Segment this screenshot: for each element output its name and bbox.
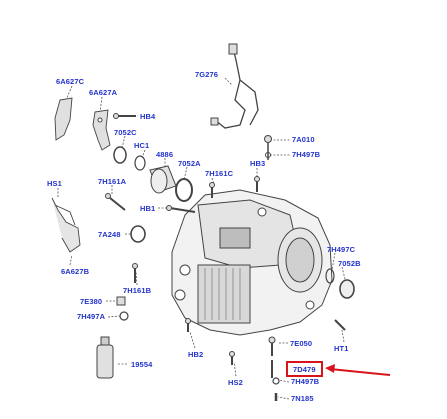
label-7e380[interactable]: 7E380 [80, 297, 103, 306]
label-ht1[interactable]: HT1 [334, 344, 349, 353]
label-7h497b-bottom[interactable]: 7H497B [291, 377, 320, 386]
label-4886[interactable]: 4886 [156, 150, 174, 159]
label-7a010[interactable]: 7A010 [292, 135, 315, 144]
label-7052c[interactable]: 7052C [114, 128, 137, 137]
label-7h161b[interactable]: 7H161B [123, 286, 152, 295]
label-hb3[interactable]: HB3 [250, 159, 266, 168]
label-7d479[interactable]: 7D479 [293, 365, 316, 374]
label-hs1[interactable]: HS1 [47, 179, 62, 188]
label-7h161c[interactable]: 7H161C [205, 169, 234, 178]
label-7h497c[interactable]: 7H497C [327, 245, 356, 254]
label-hc1[interactable]: HC1 [134, 141, 150, 150]
label-6a627b[interactable]: 6A627B [61, 267, 90, 276]
highlight-box: 7D479 [286, 361, 323, 377]
label-7g276[interactable]: 7G276 [195, 70, 219, 79]
label-hs2[interactable]: HS2 [228, 378, 243, 387]
label-hb1[interactable]: HB1 [140, 204, 156, 213]
label-7h497a[interactable]: 7H497A [77, 312, 106, 321]
label-hb2[interactable]: HB2 [188, 350, 204, 359]
label-6a627c[interactable]: 6A627C [56, 77, 85, 86]
label-7e050[interactable]: 7E050 [290, 339, 313, 348]
label-hb4[interactable]: HB4 [140, 112, 156, 121]
label-7052b[interactable]: 7052B [338, 259, 361, 268]
label-7052a[interactable]: 7052A [178, 159, 201, 168]
label-7a248[interactable]: 7A248 [98, 230, 121, 239]
label-6a627a[interactable]: 6A627A [89, 88, 118, 97]
label-19554[interactable]: 19554 [131, 360, 153, 369]
label-7n185[interactable]: 7N185 [291, 394, 314, 403]
label-7h161a[interactable]: 7H161A [98, 177, 127, 186]
label-7h497b-top[interactable]: 7H497B [292, 150, 321, 159]
arrow-icon [325, 364, 335, 373]
